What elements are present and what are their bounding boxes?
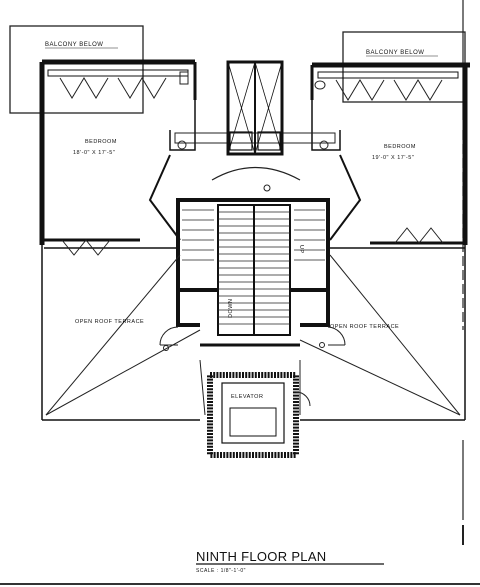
- exterior-walls: [39, 59, 470, 421]
- drawing-title: NINTH FLOOR PLAN SCALE : 1/8"-1'-0": [196, 549, 384, 574]
- bedroom-right-walls: [310, 65, 465, 245]
- balcony-left-label: BALCONY BELOW: [45, 42, 103, 48]
- terrace-slope-lines: [45, 254, 461, 416]
- hall-light-fixture: [263, 184, 271, 192]
- stair-down-label: DOWN: [228, 299, 234, 318]
- closet-doors: [59, 77, 444, 256]
- elevator-label: ELEVATOR: [231, 394, 263, 400]
- terrace-left-label: OPEN ROOF TERRACE: [75, 319, 144, 325]
- terrace-doors: [159, 326, 346, 351]
- terrace-right-label: OPEN ROOF TERRACE: [330, 324, 399, 330]
- balcony-right-label: BALCONY BELOW: [366, 50, 424, 56]
- core-walls: [176, 290, 330, 347]
- bedroom-right-size: 19'-0" X 17'-5": [372, 155, 414, 161]
- stair-up-label: UP: [298, 245, 304, 254]
- central-shafts: [226, 60, 284, 156]
- bedroom-left-size: 18'-0" X 17'-5": [73, 150, 115, 156]
- elevator-shaft: ELEVATOR: [207, 372, 311, 458]
- bedroom-right-name: BEDROOM: [384, 144, 416, 150]
- stairwell: UP DOWN: [176, 198, 330, 336]
- hall-wall: [211, 166, 301, 181]
- plan-scale: SCALE : 1/8"-1'-0": [196, 568, 246, 574]
- bedroom-left-walls: [44, 62, 197, 242]
- bedroom-left-name: BEDROOM: [85, 139, 117, 145]
- plan-title: NINTH FLOOR PLAN: [196, 549, 326, 564]
